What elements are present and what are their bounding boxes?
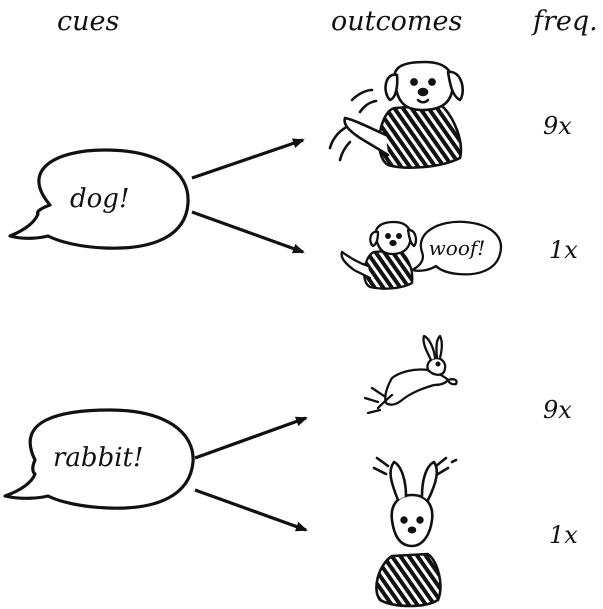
- cue-label-dog: dog!: [70, 184, 130, 214]
- rabbit-jumping-icon: [363, 334, 458, 415]
- rabbit-sitting-icon: [372, 456, 458, 608]
- woof-bubble: [410, 220, 503, 276]
- cue-label-rabbit: rabbit!: [53, 443, 144, 473]
- freq-rabbit-sitting: 1x: [549, 521, 578, 549]
- cue-bubble-dog: [8, 148, 190, 250]
- arrow-rabbit-to-sitting-rabbit: [194, 488, 308, 532]
- woof-bubble-text: woof!: [429, 236, 486, 260]
- freq-dog-barking: 1x: [549, 236, 578, 264]
- header-freq: freq.: [533, 6, 598, 37]
- dog-big-icon: [328, 60, 464, 169]
- arrow-rabbit-to-jumping-rabbit: [194, 416, 308, 460]
- freq-rabbit-jumping: 9x: [543, 396, 572, 424]
- freq-dog-big: 9x: [543, 112, 572, 140]
- arrow-dog-to-barking-dog: [191, 210, 305, 254]
- dog-small-barking-icon: [340, 220, 503, 290]
- header-cues: cues: [57, 6, 120, 37]
- header-outcomes: outcomes: [331, 6, 463, 37]
- arrow-dog-to-big-dog: [191, 138, 305, 180]
- cue-bubble-rabbit: [3, 408, 195, 510]
